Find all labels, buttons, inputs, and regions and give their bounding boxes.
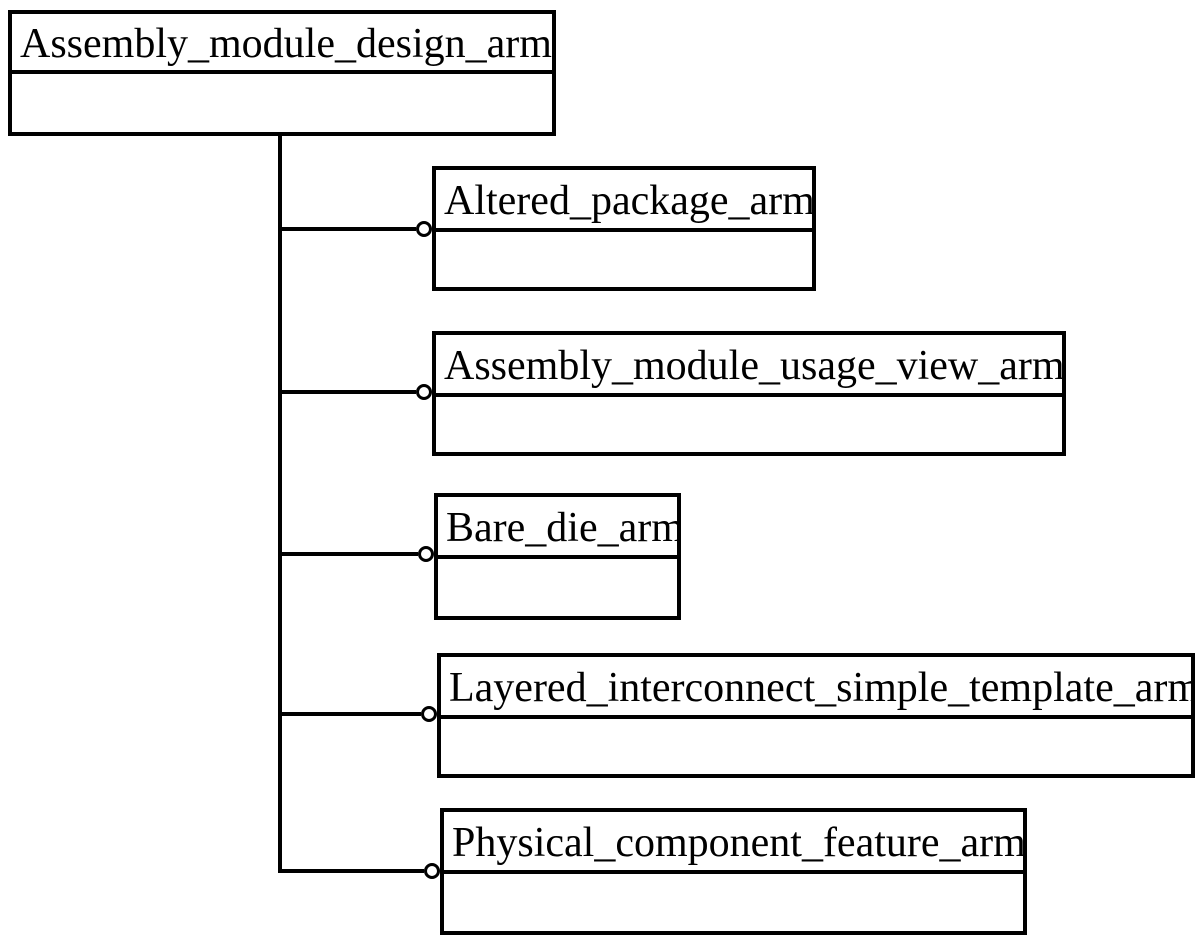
open-circle-connector-altered-package [416, 221, 432, 237]
node-physical-component-feature-arm: Physical_component_feature_arm [440, 808, 1027, 935]
node-title: Layered_interconnect_simple_template_arm [441, 657, 1191, 719]
open-circle-connector-bare-die [418, 546, 434, 562]
node-assembly-module-usage-view-arm: Assembly_module_usage_view_arm [432, 331, 1066, 456]
node-bare-die-arm: Bare_die_arm [434, 493, 681, 620]
open-circle-connector-assembly-module-usage-view [416, 384, 432, 400]
connector-branch-line-bare-die [278, 552, 418, 556]
node-layered-interconnect-simple-template-arm: Layered_interconnect_simple_template_arm [437, 653, 1195, 778]
node-title: Altered_package_arm [436, 170, 812, 232]
open-circle-connector-layered-interconnect-simple-template [421, 706, 437, 722]
connector-branch-line-physical-component-feature [278, 869, 424, 873]
connector-branch-line-altered-package [278, 227, 416, 231]
node-assembly-module-design-arm: Assembly_module_design_arm [8, 10, 556, 136]
node-title: Physical_component_feature_arm [444, 812, 1023, 874]
connector-branch-line-layered-interconnect-simple-template [278, 712, 421, 716]
node-title: Bare_die_arm [438, 497, 677, 559]
connector-trunk-line [278, 135, 282, 873]
open-circle-connector-physical-component-feature [424, 863, 440, 879]
node-altered-package-arm: Altered_package_arm [432, 166, 816, 291]
node-title: Assembly_module_design_arm [12, 14, 552, 74]
connector-branch-line-assembly-module-usage-view [278, 390, 416, 394]
node-title: Assembly_module_usage_view_arm [436, 335, 1062, 397]
